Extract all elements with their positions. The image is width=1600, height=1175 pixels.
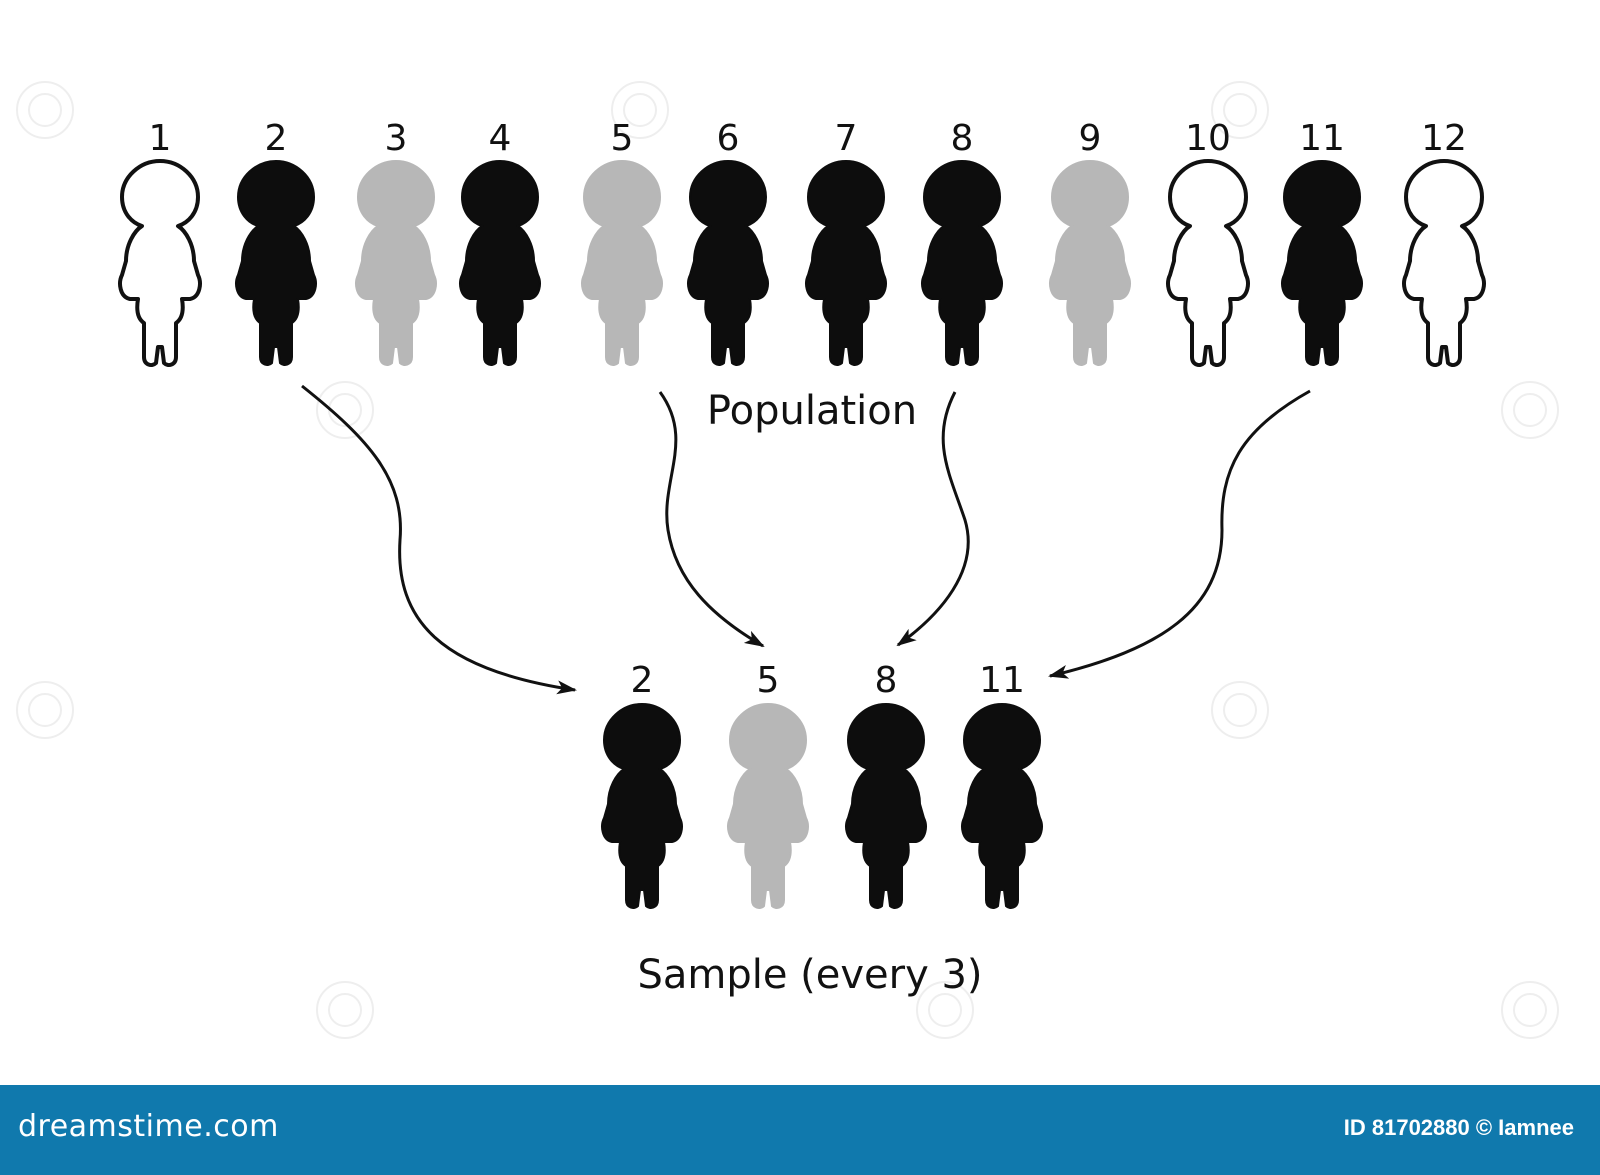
population-person-3-number: 3: [385, 118, 408, 159]
population-person-11-figure-icon: [1281, 160, 1363, 366]
sample-person-5-number: 5: [757, 660, 780, 701]
population-person-8: 8: [921, 118, 1003, 366]
sample-person-8-figure-icon: [845, 703, 927, 909]
population-person-11: 11: [1281, 118, 1363, 366]
population-person-8-figure-icon: [921, 160, 1003, 366]
population-person-12: 12: [1402, 118, 1486, 367]
arrow-2-to-sample: [301, 384, 577, 695]
population-person-9-number: 9: [1079, 118, 1102, 159]
population-person-4-number: 4: [489, 118, 512, 159]
population-person-5: 5: [581, 118, 663, 366]
population-caption: Population: [707, 388, 917, 434]
population-person-2-number: 2: [265, 118, 288, 159]
population-person-7: 7: [805, 118, 887, 366]
sample-person-8: 8: [845, 660, 927, 909]
arrow-8-to-sample: [896, 391, 970, 647]
population-person-8-number: 8: [951, 118, 974, 159]
population-person-5-figure-icon: [581, 160, 663, 366]
sample-caption: Sample (every 3): [637, 952, 982, 998]
population-person-9-figure-icon: [1049, 160, 1131, 366]
population-person-4: 4: [459, 118, 541, 366]
arrow-11-to-sample: [1048, 389, 1311, 679]
sample-person-11: 11: [961, 660, 1043, 909]
population-person-12-figure-icon: [1402, 159, 1486, 367]
sample-person-8-number: 8: [875, 660, 898, 701]
watermark: [16, 81, 1559, 1039]
population-person-3: 3: [355, 118, 437, 366]
sample-person-11-number: 11: [979, 660, 1025, 701]
population-person-1-number: 1: [149, 118, 172, 159]
population-person-10: 10: [1166, 118, 1250, 367]
population-person-7-number: 7: [835, 118, 858, 159]
population-person-6: 6: [687, 118, 769, 366]
population-person-4-figure-icon: [459, 160, 541, 366]
population-person-1-figure-icon: [118, 159, 202, 367]
population-person-5-number: 5: [611, 118, 634, 159]
population-person-9: 9: [1049, 118, 1131, 366]
footer-bar: dreamstime.com ID 81702880 © Iamnee: [0, 1085, 1600, 1175]
population-person-7-figure-icon: [805, 160, 887, 366]
population-person-11-number: 11: [1299, 118, 1345, 159]
population-person-2-figure-icon: [235, 160, 317, 366]
footer-logo[interactable]: dreamstime.com: [18, 1109, 279, 1144]
sample-person-11-figure-icon: [961, 703, 1043, 909]
population-person-1: 1: [118, 118, 202, 367]
population-person-6-number: 6: [717, 118, 740, 159]
population-person-10-figure-icon: [1166, 159, 1250, 367]
footer-id-credit: ID 81702880 © Iamnee: [1343, 1115, 1574, 1140]
sample-person-5: 5: [727, 660, 809, 909]
sample-person-2-number: 2: [631, 660, 654, 701]
sample-row: 2 5 8 11: [601, 660, 1043, 909]
sample-person-2-figure-icon: [601, 703, 683, 909]
sample-person-2: 2: [601, 660, 683, 909]
sample-person-5-figure-icon: [727, 703, 809, 909]
population-person-12-number: 12: [1421, 118, 1467, 159]
population-person-3-figure-icon: [355, 160, 437, 366]
arrow-5-to-sample: [658, 391, 765, 648]
population-person-2: 2: [235, 118, 317, 366]
population-person-10-number: 10: [1185, 118, 1231, 159]
sampling-arrows: [301, 384, 1311, 695]
population-person-6-figure-icon: [687, 160, 769, 366]
